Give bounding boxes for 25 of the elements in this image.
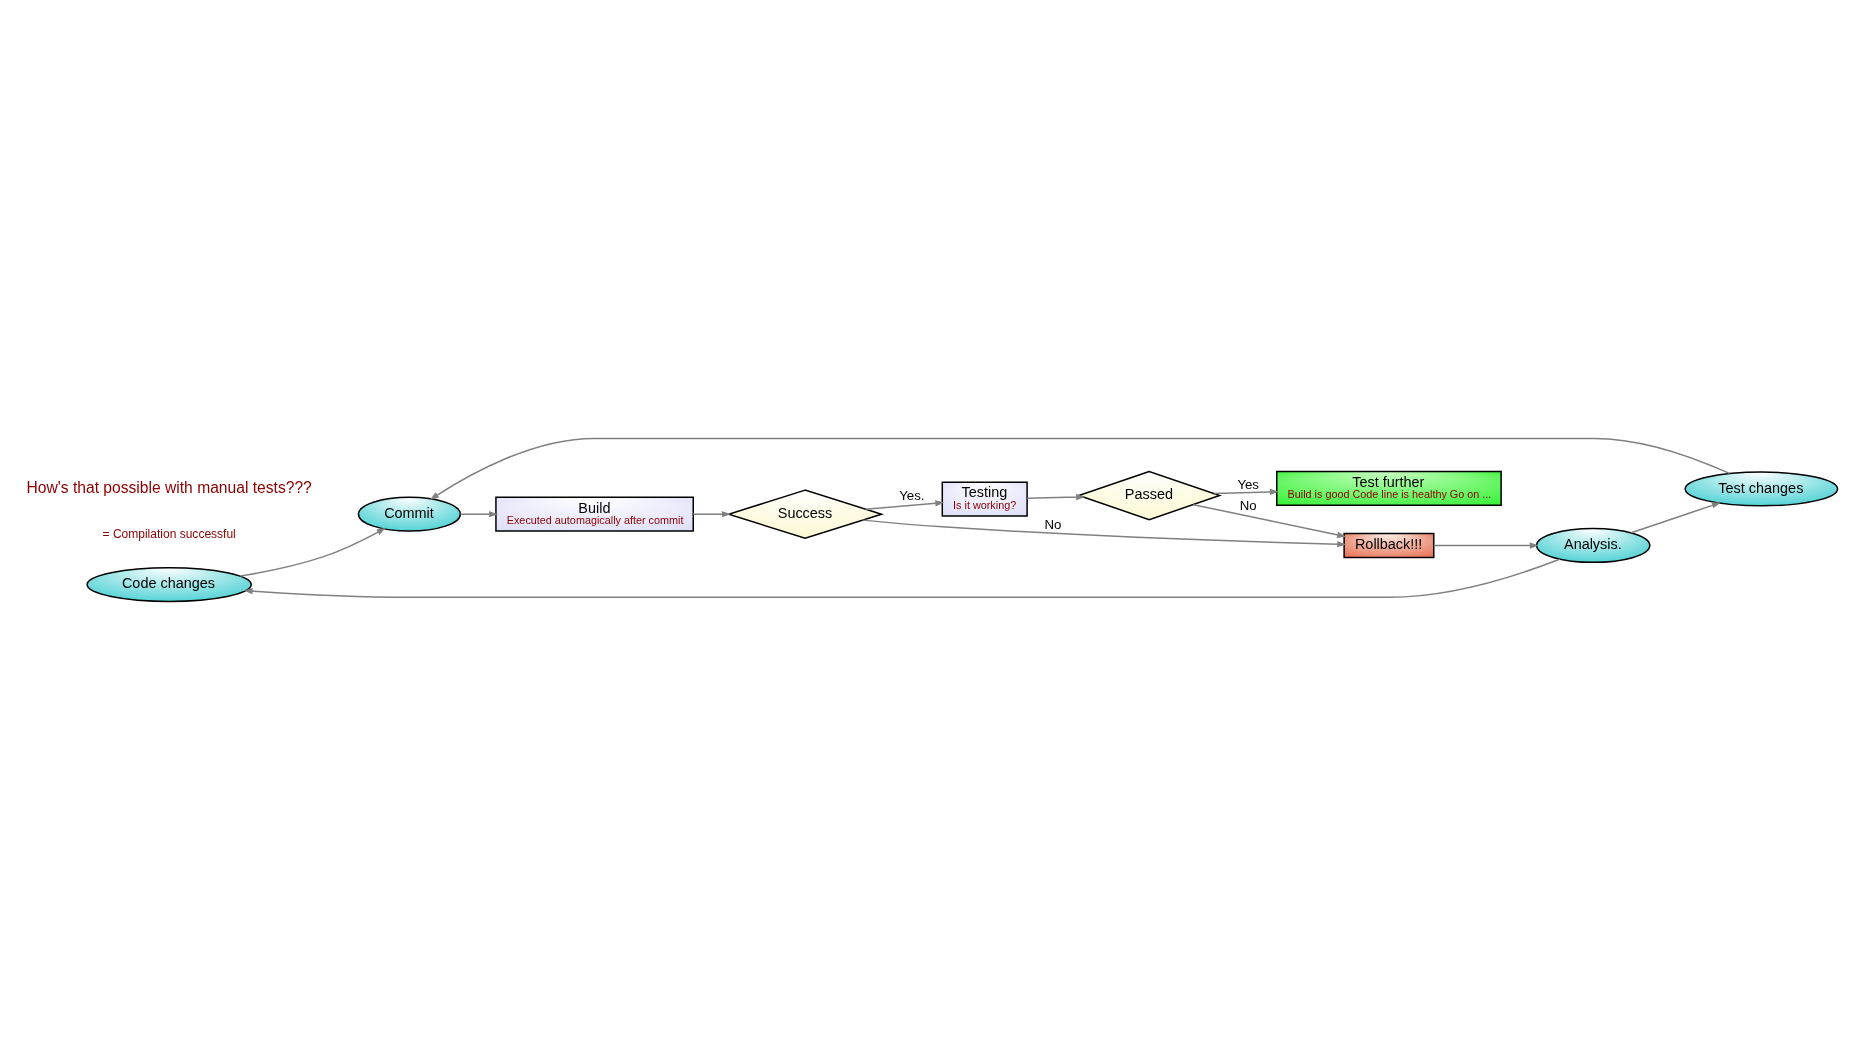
node-diamond: Success: [726, 488, 885, 539]
label: How's that possible with manual tests???: [26, 478, 312, 496]
arrow: [862, 518, 1347, 547]
edge-label: Yes: [1237, 476, 1259, 492]
arrow: [1192, 503, 1347, 538]
arrow: [692, 510, 731, 517]
arrow: [1026, 493, 1086, 500]
node-box: Rollback!!!: [1343, 532, 1435, 558]
arrow: [429, 437, 1731, 500]
edge-label: Yes.: [899, 487, 925, 503]
arrow: [239, 527, 386, 577]
node-box: Build Executed automagically after commit: [495, 496, 694, 532]
arrow: [864, 499, 945, 510]
arrow: [1433, 541, 1539, 549]
arrow: [1630, 501, 1721, 534]
node-ellipse: Commit: [357, 496, 462, 532]
arrow: [243, 558, 1561, 598]
arrow: [1213, 488, 1279, 495]
node-box: Testing Is it working?: [941, 481, 1028, 517]
node-box: Test further Build is good Code line is healthy Go on ...: [1276, 470, 1502, 506]
edge-label: No: [1239, 497, 1257, 513]
arrow: [459, 510, 499, 517]
label: = Compilation successful: [102, 526, 236, 541]
node-ellipse: Analysis.: [1535, 527, 1651, 563]
edge-label: No: [1044, 516, 1062, 532]
